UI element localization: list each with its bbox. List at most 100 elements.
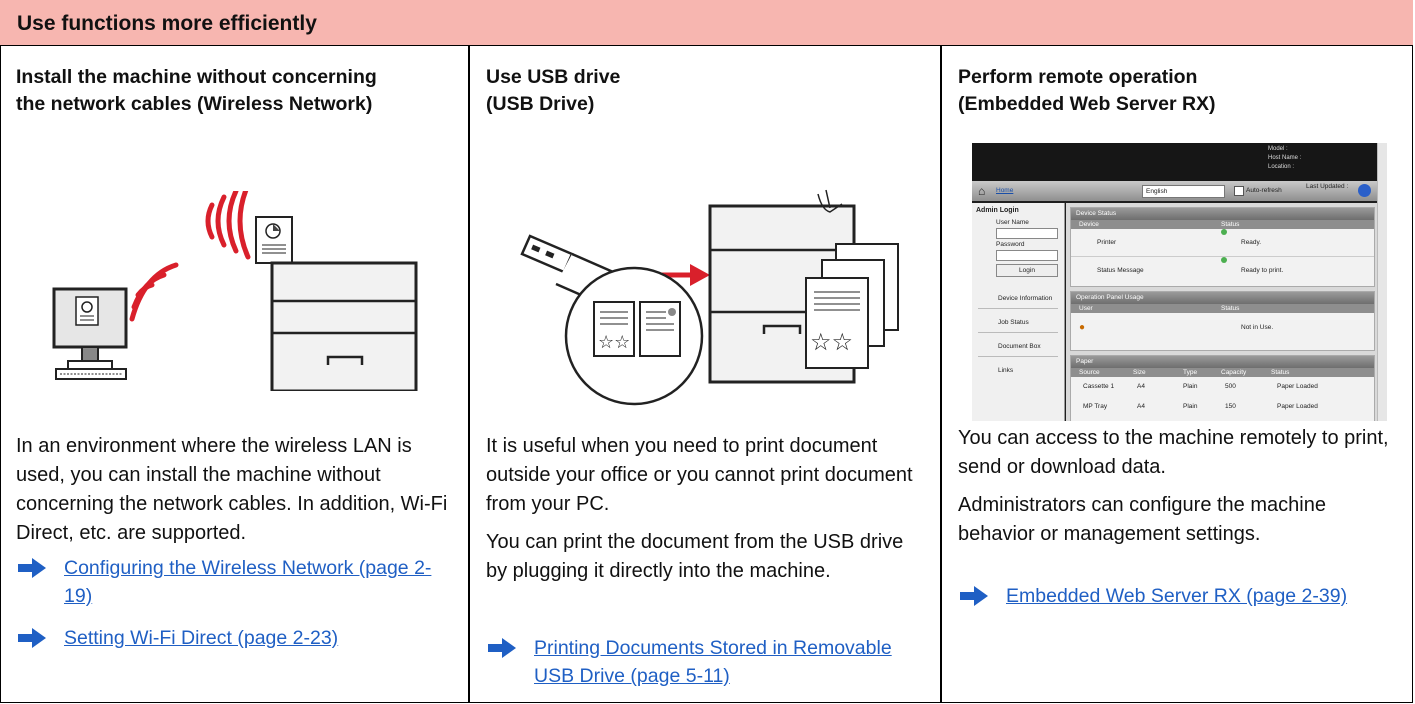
sidebar-item-links[interactable]: Links — [998, 367, 1014, 374]
paper-size: A4 — [1137, 383, 1145, 390]
paper-type: Plain — [1183, 383, 1198, 390]
host-name-label: Host Name : — [1268, 155, 1302, 161]
document-icon — [255, 216, 293, 264]
table-row: Status Message Ready to print. — [1071, 257, 1374, 284]
link-setting-wifi-direct[interactable]: Setting Wi-Fi Direct (page 2-23) — [64, 627, 339, 649]
sidebar-item-device-information[interactable]: Device Information — [978, 289, 1058, 309]
arrow-right-icon — [960, 586, 988, 606]
auto-refresh-label: Auto-refresh — [1246, 187, 1282, 194]
user-name-label: User Name — [996, 219, 1029, 226]
paper-panel: Paper Source Size Type Capacity Status C… — [1070, 355, 1375, 421]
auto-refresh-checkbox[interactable] — [1234, 186, 1244, 196]
model-label: Model : — [1268, 146, 1288, 152]
refresh-icon[interactable] — [1358, 184, 1371, 197]
reference-links: Configuring the Wireless Network (page 2… — [16, 554, 456, 666]
column-header: Type — [1183, 369, 1198, 376]
table-header: Source Size Type Capacity Status — [1071, 368, 1374, 377]
column-wireless-network: Install the machine without concerning t… — [0, 46, 470, 703]
table-row: ● Not in Use. — [1071, 313, 1374, 343]
link-embedded-web-server[interactable]: Embedded Web Server RX (page 2-39) — [1006, 585, 1348, 607]
paper-source: Cassette 1 — [1083, 383, 1115, 390]
printed-pages-icon: ☆☆ — [805, 243, 899, 369]
language-select[interactable]: English — [1142, 185, 1225, 198]
svg-text:☆☆: ☆☆ — [598, 332, 630, 353]
reference-links: Printing Documents Stored in Removable U… — [486, 634, 926, 704]
table-header: Device Status — [1071, 220, 1374, 229]
status-text: Not in Use. — [1241, 324, 1274, 331]
column-header: Source — [1079, 369, 1100, 376]
title-line-1: Install the machine without concerning — [16, 66, 377, 88]
column-header: Device — [1079, 221, 1099, 228]
panel-title: Paper — [1071, 356, 1374, 368]
title-line-2: (USB Drive) — [486, 93, 595, 115]
password-input[interactable] — [996, 250, 1058, 261]
svg-text:☆☆: ☆☆ — [810, 328, 853, 356]
device-name: Status Message — [1097, 267, 1144, 274]
column-description: You can access to the machine remotely t… — [958, 424, 1403, 558]
column-title: Use USB drive (USB Drive) — [486, 64, 620, 118]
link-printing-documents-usb[interactable]: Printing Documents Stored in Removable U… — [534, 637, 892, 687]
operation-panel-usage-panel: Operation Panel Usage User Status ● Not … — [1070, 291, 1375, 351]
web-server-main: Device Status Device Status Printer Read… — [1066, 203, 1377, 421]
web-server-toolbar: ⌂ Home English Auto-refresh Last Updated… — [972, 181, 1377, 201]
description-paragraph: You can print the document from the USB … — [486, 531, 904, 582]
reference-link-item[interactable]: Configuring the Wireless Network (page 2… — [16, 554, 456, 610]
last-updated-label: Last Updated : — [1306, 183, 1349, 190]
printer-icon — [270, 261, 418, 391]
title-line-1: Use USB drive — [486, 66, 621, 88]
home-link[interactable]: Home — [996, 187, 1014, 194]
wireless-network-illustration — [52, 191, 418, 391]
table-header: User Status — [1071, 304, 1374, 313]
device-name: Printer — [1097, 239, 1117, 246]
wifi-waves-icon — [129, 191, 251, 322]
column-header: User — [1079, 305, 1093, 312]
column-header: Status — [1221, 305, 1240, 312]
arrow-right-icon — [18, 558, 46, 578]
reference-link-item[interactable]: Embedded Web Server RX (page 2-39) — [958, 582, 1403, 610]
usb-drive-illustration: ☆☆ ☆☆ — [520, 189, 899, 406]
description-paragraph: You can access to the machine remotely t… — [958, 427, 1389, 478]
device-status-panel: Device Status Device Status Printer Read… — [1070, 207, 1375, 287]
paper-capacity: 500 — [1225, 383, 1236, 390]
column-header: Size — [1133, 369, 1146, 376]
login-button[interactable]: Login — [996, 264, 1058, 277]
sidebar-item-document-box[interactable]: Document Box — [978, 337, 1058, 357]
status-indicator-icon — [1221, 229, 1227, 235]
paper-status: Paper Loaded — [1277, 403, 1318, 410]
reference-link-item[interactable]: Printing Documents Stored in Removable U… — [486, 634, 926, 690]
link-configuring-wireless-network[interactable]: Configuring the Wireless Network (page 2… — [64, 557, 432, 607]
table-row: Cassette 1 A4 Plain 500 Paper Loaded — [1071, 377, 1374, 397]
column-header: Status — [1221, 221, 1240, 228]
description-paragraph: It is useful when you need to print docu… — [486, 435, 913, 515]
home-icon[interactable]: ⌂ — [978, 184, 986, 198]
arrow-right-icon — [18, 628, 46, 648]
panel-title: Device Status — [1071, 208, 1374, 220]
web-server-scrollbar[interactable] — [1377, 143, 1387, 421]
paper-type: Plain — [1183, 403, 1198, 410]
panel-title: Operation Panel Usage — [1071, 292, 1374, 304]
table-row: Printer Ready. — [1071, 229, 1374, 257]
web-server-screenshot: Model : Host Name : Location : ⌂ Home En… — [972, 143, 1387, 421]
user-icon: ● — [1079, 322, 1086, 333]
sidebar-item-job-status[interactable]: Job Status — [978, 313, 1058, 333]
admin-login-heading: Admin Login — [976, 207, 1019, 214]
user-name-input[interactable] — [996, 228, 1058, 239]
usb-document-inset: ☆☆ — [564, 266, 704, 406]
paper-capacity: 150 — [1225, 403, 1236, 410]
column-header: Status — [1271, 369, 1290, 376]
web-server-sidebar: Admin Login User Name Password Login Dev… — [972, 203, 1065, 421]
description-paragraph: In an environment where the wireless LAN… — [16, 435, 448, 544]
column-usb-drive: Use USB drive (USB Drive) — [470, 46, 942, 703]
location-label: Location : — [1268, 164, 1295, 170]
status-text: Ready to print. — [1241, 267, 1284, 274]
computer-icon — [52, 287, 128, 380]
reference-link-item[interactable]: Setting Wi-Fi Direct (page 2-23) — [16, 624, 456, 652]
section-title: Use functions more efficiently — [17, 12, 317, 35]
title-line-2: (Embedded Web Server RX) — [958, 93, 1216, 115]
status-text: Ready. — [1241, 239, 1262, 246]
section-header: Use functions more efficiently — [0, 0, 1413, 46]
reference-links: Embedded Web Server RX (page 2-39) — [958, 582, 1403, 624]
column-header: Capacity — [1221, 369, 1247, 376]
column-embedded-web-server: Perform remote operation (Embedded Web S… — [942, 46, 1413, 703]
description-paragraph: Administrators can configure the machine… — [958, 494, 1326, 545]
